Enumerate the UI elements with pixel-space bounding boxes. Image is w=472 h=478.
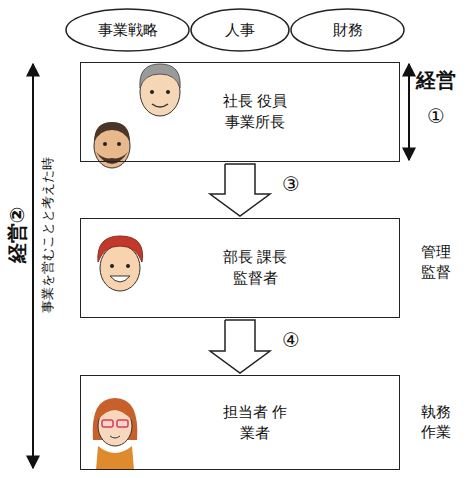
vertical-label: 事業を営むことと考えた時	[39, 154, 57, 316]
topic-text: 事業戦略	[98, 20, 158, 41]
level-label: 執務 作業	[420, 402, 453, 443]
face-illustration	[93, 398, 138, 470]
callout-number: ④	[282, 327, 300, 354]
block-arrow	[210, 164, 270, 216]
topic-text: 財務	[333, 20, 363, 41]
topic-ellipse: 人事	[190, 8, 290, 52]
role-box: 部長 課長 監督者	[80, 218, 400, 318]
callout-number: ③	[282, 171, 300, 198]
role-box: 社長 役員 事業所長	[80, 62, 400, 162]
role-text: 部長 課長 監督者	[221, 247, 290, 289]
topic-ellipse: 事業戦略	[65, 8, 190, 52]
face-illustration	[140, 64, 180, 116]
ellipse-outline	[66, 9, 189, 51]
vertical-label: 経営②	[4, 204, 31, 267]
topic-ellipse: 財務	[290, 8, 405, 52]
ellipse-outline	[191, 9, 289, 51]
face-illustration	[98, 236, 143, 291]
block-arrow	[210, 320, 270, 373]
level-label: ①	[427, 103, 445, 130]
ellipse-outline	[291, 9, 404, 51]
span-arrow	[32, 64, 34, 468]
role-text: 社長 役員 事業所長	[221, 91, 290, 133]
level-label: 管理 監督	[420, 242, 453, 283]
role-box: 担当者 作業者	[80, 375, 400, 470]
topic-text: 人事	[225, 20, 255, 41]
role-text: 担当者 作業者	[221, 402, 290, 444]
level-label: 経営	[416, 67, 456, 94]
span-arrow	[408, 64, 410, 160]
